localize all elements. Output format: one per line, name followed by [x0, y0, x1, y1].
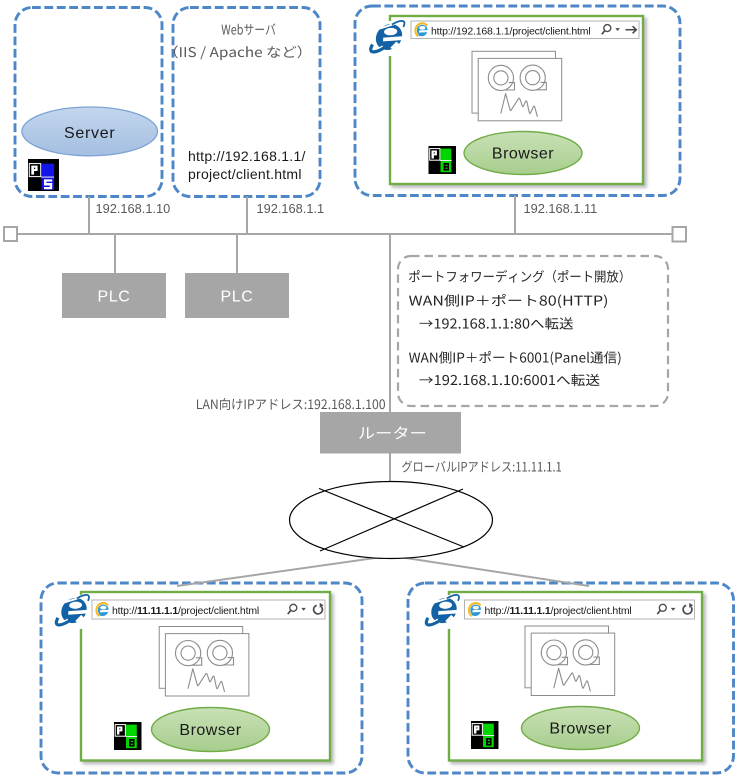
svg-text:PLC: PLC	[221, 289, 254, 306]
svg-text:http://11.11.1.1/project/clien: http://11.11.1.1/project/client.html	[112, 605, 259, 617]
svg-text:project/client.html: project/client.html	[188, 166, 302, 182]
svg-text:Browser: Browser	[549, 721, 611, 738]
svg-text:Browser: Browser	[179, 722, 241, 739]
svg-text:http://11.11.1.1/project/clien: http://11.11.1.1/project/client.html	[485, 605, 632, 617]
svg-text:http://192.168.1.1/project/cli: http://192.168.1.1/project/client.html	[431, 25, 591, 37]
svg-text:PLC: PLC	[98, 289, 131, 306]
svg-text:192.168.1.10: 192.168.1.10	[96, 201, 171, 216]
svg-text:192.168.1.11: 192.168.1.11	[524, 201, 598, 216]
svg-text:192.168.1.1: 192.168.1.1	[257, 201, 325, 216]
svg-text:Server: Server	[64, 125, 115, 142]
svg-text:http://192.168.1.1/: http://192.168.1.1/	[188, 148, 306, 164]
svg-text:Browser: Browser	[492, 146, 554, 163]
